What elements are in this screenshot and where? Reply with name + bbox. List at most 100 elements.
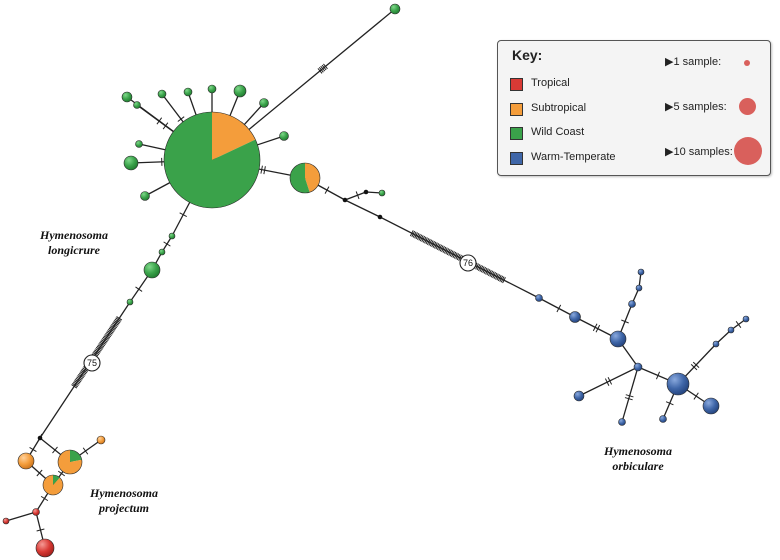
- haplotype-node-subtropical-wild-coast: [57, 449, 83, 475]
- step-count-label-circle: [459, 254, 477, 272]
- mutation-step: [260, 165, 263, 174]
- mutation-step: [79, 371, 86, 376]
- mutation-step: [111, 323, 118, 329]
- mutation-step: [607, 377, 613, 385]
- haplotype-node-wild-coast: [158, 248, 166, 256]
- mutation-step: [102, 336, 109, 342]
- mutation-step: [493, 272, 498, 279]
- species-genus: Hymenosoma: [40, 228, 108, 242]
- mutation-step: [99, 341, 106, 347]
- step-count-label-circle: [83, 354, 101, 372]
- mutation-step: [95, 348, 101, 353]
- haplotype-node-warm-temperate: [628, 300, 636, 308]
- mutation-step: [489, 270, 494, 277]
- mutation-step: [415, 233, 420, 240]
- legend-label-wild-coast: Wild Coast: [531, 126, 585, 138]
- mutation-step: [105, 332, 112, 338]
- haplotype-node-warm-temperate: [535, 294, 543, 302]
- mutation-step: [592, 323, 598, 332]
- mutation-step: [81, 368, 88, 374]
- mutation-step: [100, 339, 107, 344]
- mutation-step: [693, 392, 699, 400]
- median-vector: [342, 197, 348, 203]
- pie-outline: [42, 474, 64, 496]
- haplotype-node-warm-temperate: [727, 326, 735, 334]
- mutation-step: [436, 243, 441, 251]
- mutation-step: [114, 318, 121, 324]
- haplotype-node-wild-coast: [183, 87, 193, 97]
- mutation-step: [101, 337, 108, 343]
- mutation-step: [82, 367, 89, 372]
- haplotype-node-subtropical: [96, 435, 106, 445]
- legend-swatch-tropical: [510, 78, 523, 91]
- median-vector: [37, 435, 43, 441]
- mutation-step: [485, 268, 489, 275]
- mutation-step: [624, 397, 633, 401]
- mutation-step: [104, 334, 111, 339]
- mutation-step: [94, 349, 101, 354]
- legend-title: Key:: [512, 47, 543, 63]
- mutation-step: [107, 328, 114, 334]
- mutation-step: [416, 233, 421, 240]
- haplotype-node-tropical: [32, 508, 40, 516]
- pie-slice: [164, 112, 260, 209]
- mutation-step: [445, 248, 450, 255]
- mutation-step: [108, 327, 115, 333]
- mutation-step: [422, 236, 427, 243]
- pie-slice: [212, 112, 256, 160]
- legend-size-dot-1: [744, 60, 750, 66]
- mutation-step: [500, 276, 505, 283]
- haplotype-node-wild-coast: [168, 232, 176, 240]
- mutation-step: [424, 237, 428, 244]
- haplotype-node-warm-temperate: [666, 372, 690, 396]
- mutation-step: [163, 241, 171, 247]
- species-label-longicrure: Hymenosoma longicrure: [14, 228, 134, 258]
- species-label-projectum: Hymenosoma projectum: [64, 486, 184, 516]
- mutation-step: [425, 238, 430, 245]
- mutation-step: [692, 361, 700, 369]
- mutation-step: [414, 232, 418, 239]
- mutation-step: [418, 234, 423, 241]
- mutation-step: [490, 271, 495, 278]
- legend-swatch-subtropical: [510, 103, 523, 116]
- mutation-step: [458, 254, 462, 261]
- mutation-step: [434, 242, 438, 249]
- legend-label-warm-temperate: Warm-Temperate: [531, 151, 616, 163]
- haplotype-node-wild-coast: [389, 3, 401, 15]
- haplotype-node-wild-coast: [140, 191, 150, 201]
- haplotype-node-wild-coast: [259, 98, 269, 108]
- mutation-step: [735, 320, 742, 329]
- mutation-step: [478, 264, 482, 271]
- mutation-step: [73, 380, 80, 385]
- legend-size-label-5: ▶5 samples:: [665, 101, 727, 113]
- legend-label-tropical: Tropical: [531, 77, 570, 89]
- mutation-step: [95, 346, 102, 352]
- mutation-step: [82, 447, 89, 455]
- haplotype-node-wild-coast: [143, 261, 161, 279]
- haplotype-node-warm-temperate: [712, 340, 720, 348]
- mutation-step: [411, 230, 416, 238]
- haplotype-node-wild-coast: [157, 89, 167, 99]
- mutation-step: [93, 350, 100, 356]
- mutation-step: [156, 117, 163, 125]
- network-edge: [715, 329, 732, 345]
- mutation-step: [80, 370, 87, 375]
- mutation-step: [428, 239, 433, 246]
- haplotype-node-warm-temperate: [633, 362, 643, 372]
- mutation-step: [556, 304, 562, 313]
- network-edge: [578, 366, 639, 397]
- mutation-step: [318, 66, 324, 73]
- mutation-step: [476, 264, 481, 271]
- mutation-step: [106, 331, 112, 336]
- haplotype-node-warm-temperate: [635, 284, 643, 292]
- haplotype-node-warm-temperate: [702, 397, 720, 415]
- mutation-step: [449, 250, 454, 257]
- mutation-step: [75, 377, 82, 383]
- haplotype-node-subtropical-wild-coast: [42, 474, 64, 496]
- mutation-step: [78, 373, 84, 379]
- mutation-step: [431, 240, 435, 248]
- mutation-step: [135, 286, 143, 292]
- pie-slice: [305, 162, 321, 193]
